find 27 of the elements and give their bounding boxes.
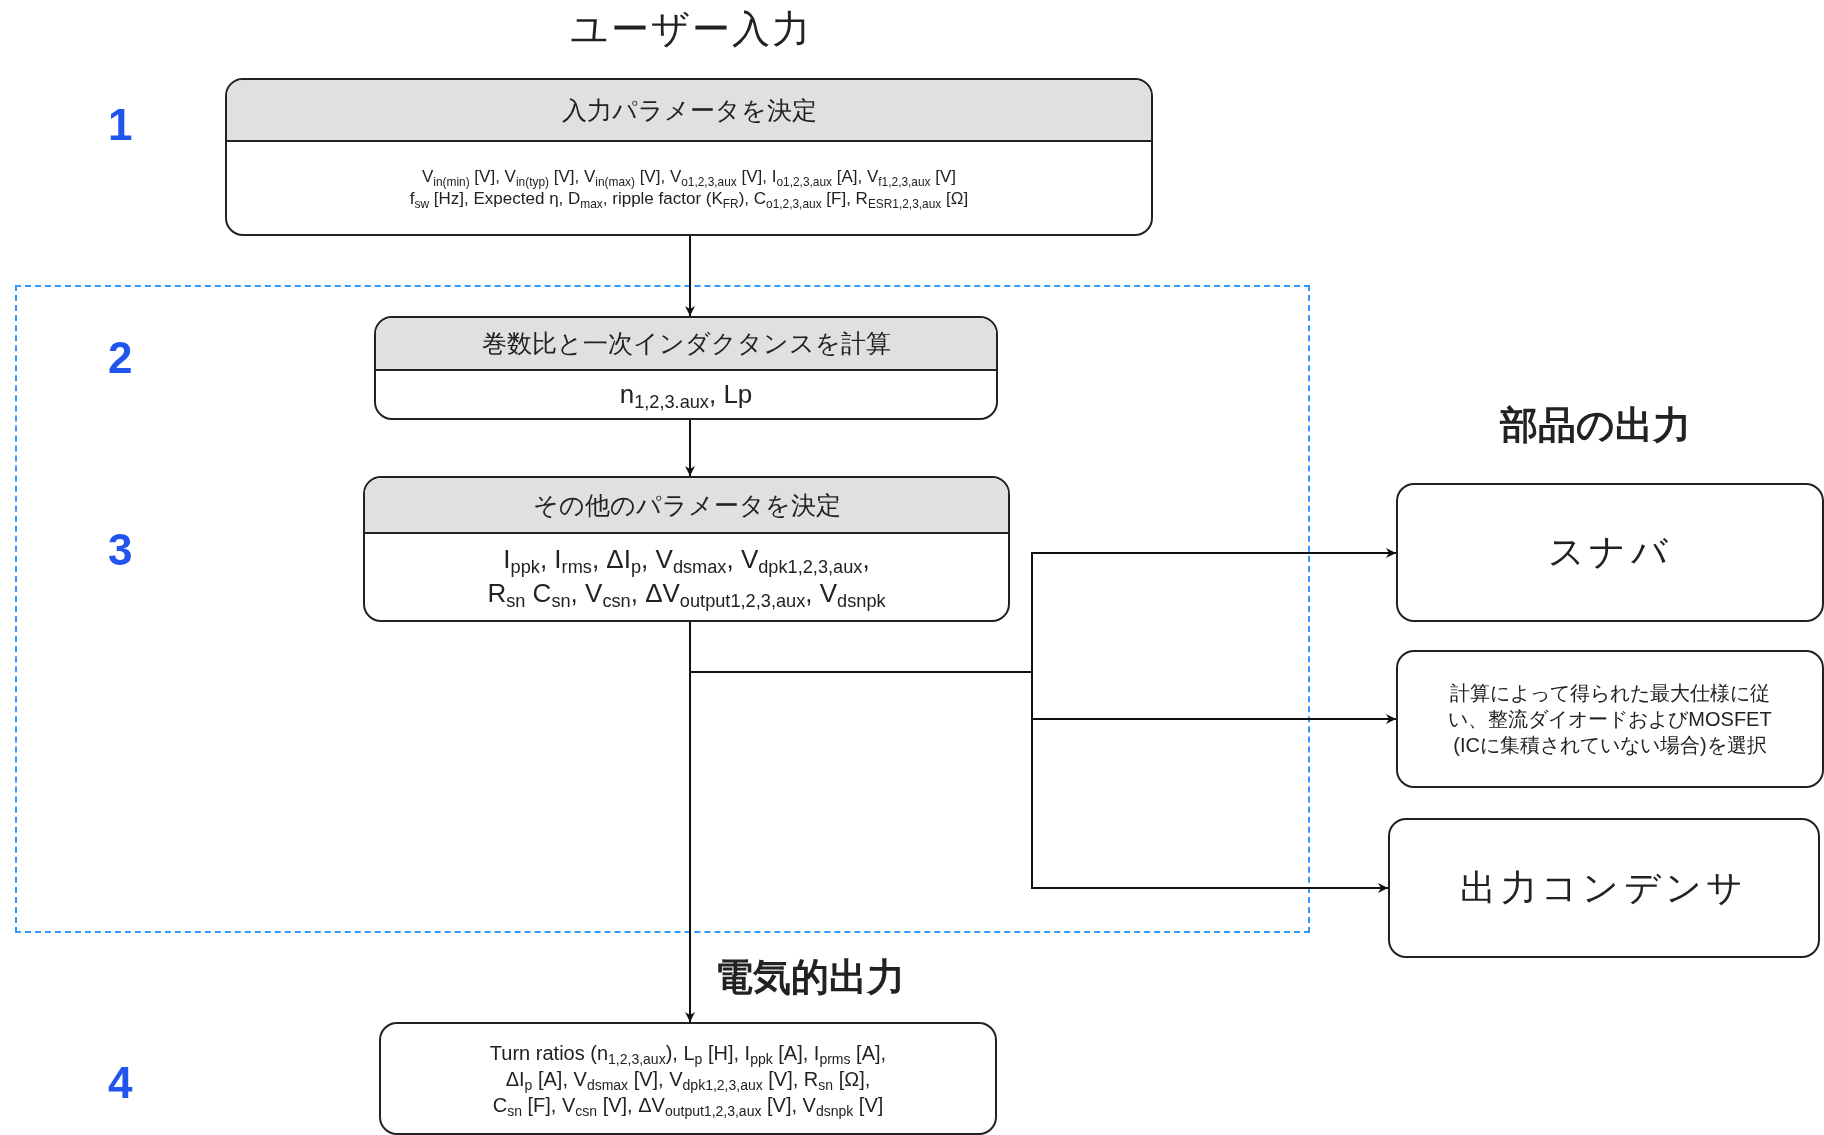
arrow [685, 419, 695, 477]
box-header: その他のパラメータを決定 [365, 478, 1008, 534]
output-box [1388, 818, 1820, 958]
arrow [685, 235, 695, 317]
output-box [379, 1022, 997, 1135]
process-box [363, 476, 1010, 622]
box-header: 巻数比と一次インダクタンスを計算 [376, 318, 996, 371]
box-header: 入力パラメータを決定 [227, 80, 1151, 142]
output-box [1396, 650, 1824, 788]
body-text: 出力コンデンサ [1460, 865, 1748, 910]
body-text: V$_{in(min)}$ [V], V$_{in(typ)}$ [V], V$_{in(max)}$ [V], V$_{o1,2,3,aux}$ [V], I$_{o1,2,3,aux}$ [A], V$_{f1,2,3,aux}$ [V] f$_{sw}$ [Hz], Expected η, D$_{max}$, ripple factor (K$_{FR}$), C$_{o1,2,3,aux}$ [F], R$_{ESR1,2,3,aux}$ [Ω] [408, 165, 970, 211]
body-text: 計算によって得られた最大仕様に従い、整流ダイオードおよびMOSFET (ICに集積されていない場合)を選択 [1447, 681, 1773, 758]
step-number: 1 [108, 100, 133, 150]
dashed-group-frame [15, 285, 1310, 933]
body-text: I$_{ppk}$, I$_{rms}$, ΔI$_{p}$, V$_{dsmax}$, V$_{dpk1,2,3,aux}$, R$_{sn}$ C$_{sn}$, V$_{csn}$, ΔV$_{output1,2,3,aux}$, V$_{dsnpk}$ [486, 543, 887, 611]
body-text: Turn ratios (n$_{1,2,3,aux}$), L$_{p}$ [H], I$_{ppk}$ [A], I$_{prms}$ [A], ΔI$_{p}$ [A], V$_{dsmax}$ [V], V$_{dpk1,2,3,aux}$ [V], R$_{sn}$ [Ω], C$_{sn}$ [F], V$_{csn}$ [V], ΔV$_{output1,2,3,aux}$ [V], V$_{dsnpk}$ [V] [488, 1040, 888, 1118]
step-number: 4 [108, 1058, 133, 1108]
step-number: 2 [108, 333, 133, 383]
body-text: n$_{1,2,3.aux}$, Lp [619, 377, 753, 412]
diagram-title: ユーザー入力 [570, 7, 812, 52]
output-box [1396, 483, 1824, 622]
section-heading: 部品の出力 [1500, 403, 1691, 448]
section-heading: 電気的出力 [715, 955, 905, 1000]
process-box [225, 78, 1153, 236]
body-text: スナバ [1548, 530, 1672, 575]
process-box [374, 316, 998, 420]
step-number: 3 [108, 525, 133, 575]
